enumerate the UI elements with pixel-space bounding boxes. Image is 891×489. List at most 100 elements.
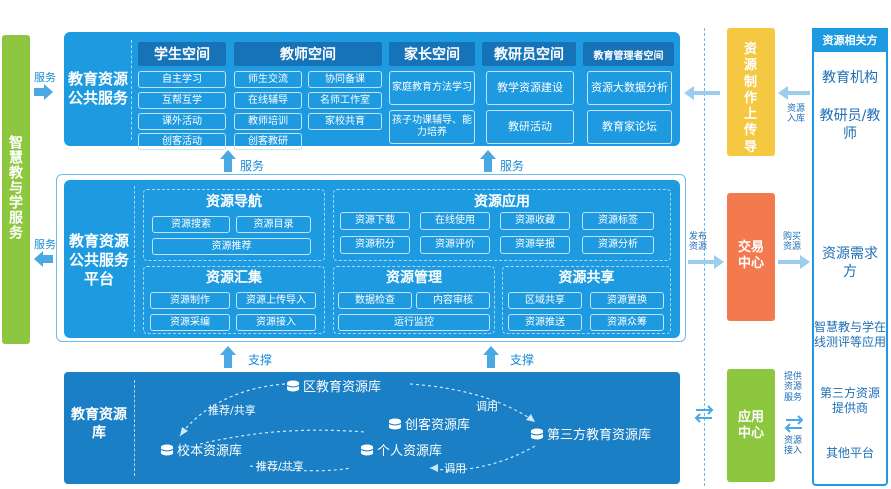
teacher-item[interactable]: 在线辅导: [234, 92, 302, 109]
production-box[interactable]: [727, 28, 775, 156]
resource-app-item[interactable]: 资源收藏: [500, 212, 570, 230]
support-label-1: 支撑: [248, 353, 273, 367]
edge-label: 推荐/共享: [208, 404, 256, 417]
library-node-label: 区教育资源库: [303, 380, 382, 395]
stakeholder-panel: [812, 28, 888, 486]
left-arrow-mid: [34, 251, 53, 267]
stakeholder-item: 教研员/教师: [819, 108, 881, 142]
stakeholder-header: 资源相关方: [812, 28, 888, 52]
resource-in-label: 资源入库: [786, 104, 805, 125]
stakeholder-item: 智慧教与学在线测评等应用: [814, 320, 887, 349]
teacher-item[interactable]: 师生交流: [234, 71, 302, 88]
mid-platform: [64, 180, 680, 338]
resource-nav-item[interactable]: 资源推荐: [152, 238, 311, 255]
smart-teaching-label: 智慧教与学服务: [7, 135, 23, 240]
student-item[interactable]: 互帮互学: [138, 92, 226, 109]
buy-arrow: [778, 255, 810, 269]
database-icon: [388, 418, 402, 429]
edge-label: 调用: [476, 400, 498, 413]
library-node-third-party[interactable]: 第三方教育资源库: [530, 424, 651, 443]
resource-in-arrow: [778, 86, 810, 100]
buy-label: 购买资源: [782, 232, 801, 253]
student-item[interactable]: 课外活动: [138, 113, 226, 130]
manager-space-header: 教育管理者空间: [583, 42, 674, 66]
resource-collect-item[interactable]: 资源制作: [150, 292, 230, 309]
student-item[interactable]: 自主学习: [138, 71, 226, 88]
manager-item[interactable]: 资源大数据分析: [587, 71, 672, 105]
resource-app-item[interactable]: 资源积分: [340, 236, 410, 254]
publish-arrow: [688, 255, 724, 269]
teacher-item[interactable]: 家校共育: [308, 113, 382, 130]
resource-app-item[interactable]: 资源评价: [420, 236, 490, 254]
resource-share-item[interactable]: 区域共享: [508, 292, 582, 309]
resource-share-item[interactable]: 资源置换: [590, 292, 664, 309]
access-label: 资源接入: [783, 436, 802, 457]
resource-app-item[interactable]: 资源下载: [340, 212, 410, 230]
resource-share-item[interactable]: 资源众筹: [590, 314, 664, 331]
resource-manage-item[interactable]: 内容审核: [416, 292, 490, 309]
resource-share-item[interactable]: 资源推送: [508, 314, 582, 331]
library-node-maker[interactable]: 创客资源库: [388, 414, 470, 433]
parent-space-header: 家长空间: [389, 42, 475, 66]
researcher-item[interactable]: 教研活动: [486, 110, 574, 144]
library-divider: [134, 380, 135, 476]
database-icon: [286, 380, 300, 391]
resource-app-item[interactable]: 资源分析: [582, 236, 654, 254]
service-up-arrow-2: [480, 150, 496, 172]
resource-nav-item[interactable]: 资源搜索: [152, 216, 230, 233]
researcher-space-header: 教研员空间: [482, 42, 576, 66]
resource-nav-item[interactable]: 资源目录: [236, 216, 311, 233]
resource-app-header: 资源应用: [474, 194, 530, 210]
teacher-item[interactable]: 创客教研: [234, 133, 302, 150]
support-up-arrow-2: [483, 346, 499, 368]
teacher-space-header: 教师空间: [234, 42, 382, 66]
left-arrow-top: [34, 84, 53, 100]
student-space-header: 学生空间: [138, 42, 226, 66]
resource-collect-item[interactable]: 资源采编: [150, 314, 230, 331]
smart-teaching-bar: 智慧教与学服务: [2, 35, 30, 344]
manager-item[interactable]: 教育家论坛: [587, 110, 672, 144]
library-node-label: 创客资源库: [405, 418, 471, 433]
support-label-2: 支撑: [510, 353, 535, 367]
parent-item[interactable]: 家庭教育方法学习: [389, 71, 475, 105]
student-item[interactable]: 创客活动: [138, 133, 226, 150]
edge-label: 调用: [444, 462, 466, 475]
library-node-school[interactable]: 校本资源库: [160, 440, 242, 459]
library-node-label: 第三方教育资源库: [547, 428, 652, 443]
service-up-arrow-1: [220, 150, 236, 172]
teacher-item[interactable]: 协同备课: [308, 71, 382, 88]
mid-platform-title: 教育资源公共服务平台: [68, 232, 129, 288]
resource-manage-item[interactable]: 数据检查: [338, 292, 412, 309]
resource-collect-item[interactable]: 资源接入: [236, 314, 316, 331]
edge-label: 推荐/共享: [256, 460, 304, 473]
service-label-2: 服务: [500, 159, 525, 173]
stakeholder-item: 教育机构: [822, 70, 878, 86]
database-icon: [360, 444, 374, 455]
resource-manage-item[interactable]: 运行监控: [338, 314, 490, 331]
teacher-item[interactable]: 教师培训: [234, 113, 302, 130]
production-left-arrow: [684, 86, 720, 100]
resource-app-item[interactable]: 资源举报: [500, 236, 570, 254]
trade-center-label: 交易中心: [737, 240, 764, 272]
stakeholder-item: 第三方资源提供商: [819, 386, 880, 415]
top-platform-title: 教育资源公共服务: [68, 70, 129, 107]
parent-item[interactable]: 孩子功课辅导、能力培养: [389, 110, 475, 144]
teacher-item[interactable]: 名师工作室: [308, 92, 382, 109]
app-center-box[interactable]: [727, 369, 775, 482]
database-icon: [530, 428, 544, 439]
library-node-personal[interactable]: 个人资源库: [360, 440, 442, 459]
library-node-district[interactable]: 区教育资源库: [286, 376, 381, 395]
resource-nav-box: [143, 189, 325, 261]
researcher-item[interactable]: 教学资源建设: [486, 71, 574, 105]
trade-center-box[interactable]: [727, 193, 775, 321]
resource-app-item[interactable]: 资源标签: [582, 212, 654, 230]
library-node-label: 校本资源库: [177, 444, 243, 459]
resource-collect-item[interactable]: 资源上传导入: [236, 292, 316, 309]
resource-collect-box: [143, 266, 325, 334]
service-arrow-label-top: 服务: [34, 71, 56, 84]
resource-app-item[interactable]: 在线使用: [420, 212, 490, 230]
swap-arrow-left: [694, 405, 714, 423]
library-node-label: 个人资源库: [377, 444, 443, 459]
vertical-dashed-separator: [704, 28, 705, 486]
library-panel: [64, 372, 680, 484]
